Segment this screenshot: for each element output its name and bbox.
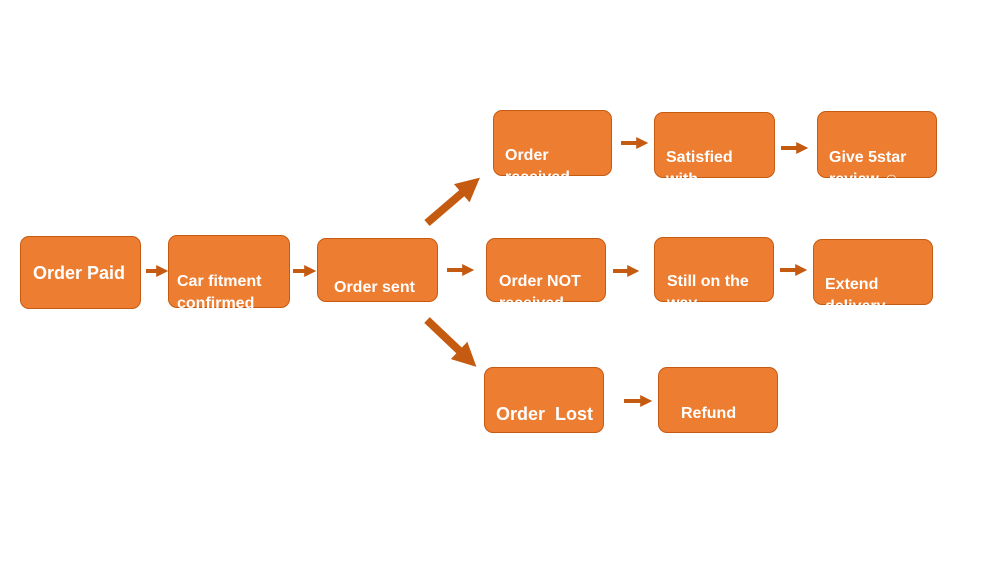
node-order-received: Order received xyxy=(493,110,612,186)
node-order-not-received: Order NOT received xyxy=(486,238,606,312)
node-order-paid-label: Order Paid xyxy=(33,262,126,283)
node-satisfied-label: Satisfied with our products xyxy=(666,149,735,232)
node-refund-label: Refund xyxy=(681,405,737,422)
node-order-lost: Order Lost xyxy=(484,367,604,433)
node-order-sent-label: Order sent xyxy=(334,279,415,296)
arrow-sent-to-lost xyxy=(424,317,477,367)
node-car-fitment-label: Car fitment confirmed OK xyxy=(177,273,262,334)
node-extend-delivery-label: Extend delivery date xyxy=(825,276,886,337)
node-order-paid: Order Paid xyxy=(20,236,141,309)
node-order-received-label: Order received xyxy=(505,147,570,186)
node-refund: Refund xyxy=(658,367,778,433)
arrow-sent-to-received xyxy=(424,177,480,227)
node-give-review-label: Give 5star review ☺ xyxy=(829,149,907,188)
node-give-review: Give 5star review ☺ xyxy=(817,111,937,188)
node-still-on-way-label: Still on the way xyxy=(667,273,749,312)
node-satisfied: Satisfied with our products xyxy=(654,112,775,232)
node-order-not-received-label: Order NOT received xyxy=(499,273,581,312)
node-order-lost-label: Order Lost xyxy=(496,404,594,424)
node-still-on-way: Still on the way xyxy=(654,237,774,312)
node-car-fitment: Car fitment confirmed OK xyxy=(168,235,290,334)
node-order-sent: Order sent xyxy=(317,238,438,302)
node-extend-delivery: Extend delivery date xyxy=(813,239,933,337)
